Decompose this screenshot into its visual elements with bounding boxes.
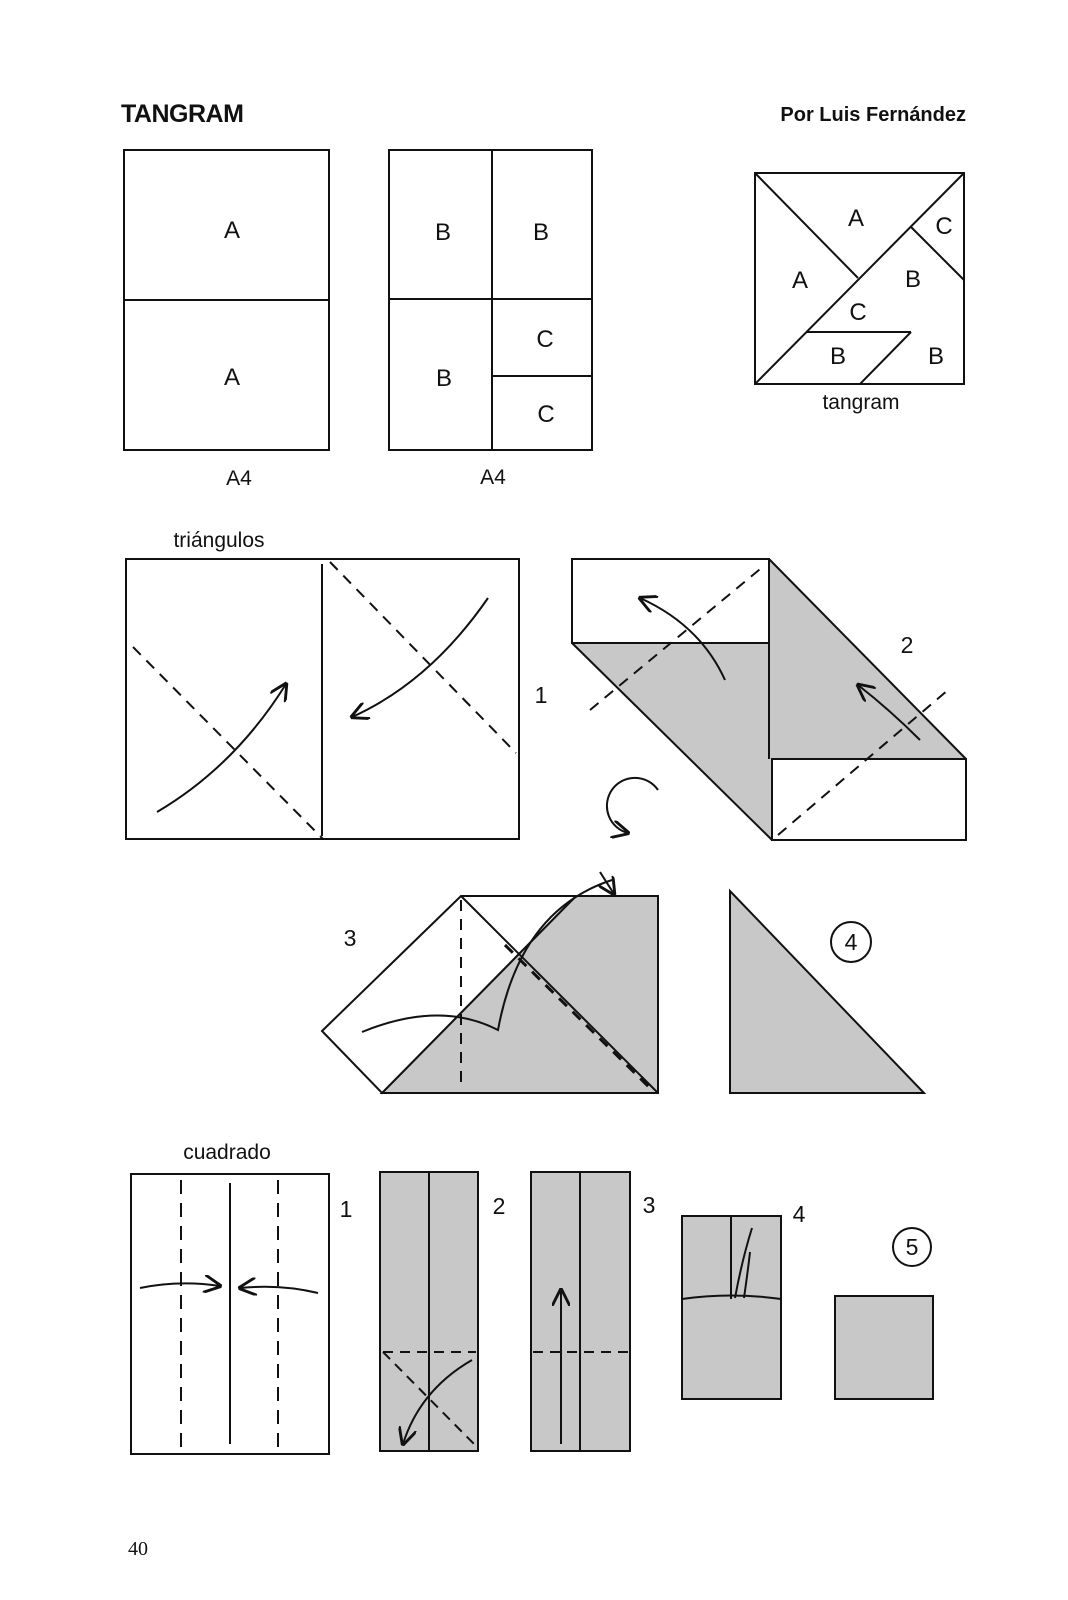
triangles-step-1-diagram: [125, 558, 520, 840]
step-number: 2: [901, 632, 914, 658]
piece-label-b: B: [436, 365, 452, 392]
piece-label-b: B: [435, 219, 451, 246]
square-step-2-diagram: [379, 1171, 479, 1452]
square-step-5-diagram: [834, 1227, 934, 1400]
step-number: 1: [535, 682, 548, 708]
page-title: TANGRAM: [121, 100, 244, 128]
tangram-label-b: B: [928, 343, 944, 370]
triangles-step-3-diagram: [320, 871, 659, 1095]
triangles-step-2-diagram: [571, 558, 967, 841]
square-heading: cuadrado: [183, 1141, 271, 1164]
sheet-caption: A4: [480, 466, 506, 489]
sheet-bc-diagram: [388, 149, 593, 451]
piece-label-c: C: [536, 326, 553, 353]
square-step-1-diagram: [130, 1173, 330, 1455]
piece-label-a: A: [224, 364, 240, 391]
triangles-step-4-diagram: [729, 888, 927, 1094]
sheet-caption: A4: [226, 467, 252, 490]
sheet-a-diagram: [123, 149, 330, 451]
step-number: 1: [340, 1196, 353, 1222]
tangram-label-c: C: [849, 299, 866, 326]
tangram-label-a: A: [792, 267, 808, 294]
square-step-4-diagram: [681, 1215, 782, 1400]
tangram-label-c: C: [935, 213, 952, 240]
step-number: 2: [493, 1193, 506, 1219]
piece-label-c: C: [537, 401, 554, 428]
step-number-circled: 4: [845, 929, 858, 955]
square-step-3-diagram: [530, 1171, 631, 1452]
tangram-diagram: [754, 172, 965, 385]
step-number-circled: 5: [906, 1234, 919, 1260]
tangram-label-a: A: [848, 205, 864, 232]
piece-label-b: B: [533, 219, 549, 246]
step-number: 3: [344, 925, 357, 951]
piece-label-a: A: [224, 217, 240, 244]
tangram-caption: tangram: [822, 391, 899, 414]
author-credit: Por Luis Fernández: [780, 104, 966, 126]
step-number: 4: [793, 1201, 806, 1227]
triangles-heading: triángulos: [173, 529, 264, 552]
tangram-label-b: B: [905, 266, 921, 293]
page-number: 40: [128, 1538, 148, 1560]
step-number: 3: [643, 1192, 656, 1218]
tangram-label-b: B: [830, 343, 846, 370]
